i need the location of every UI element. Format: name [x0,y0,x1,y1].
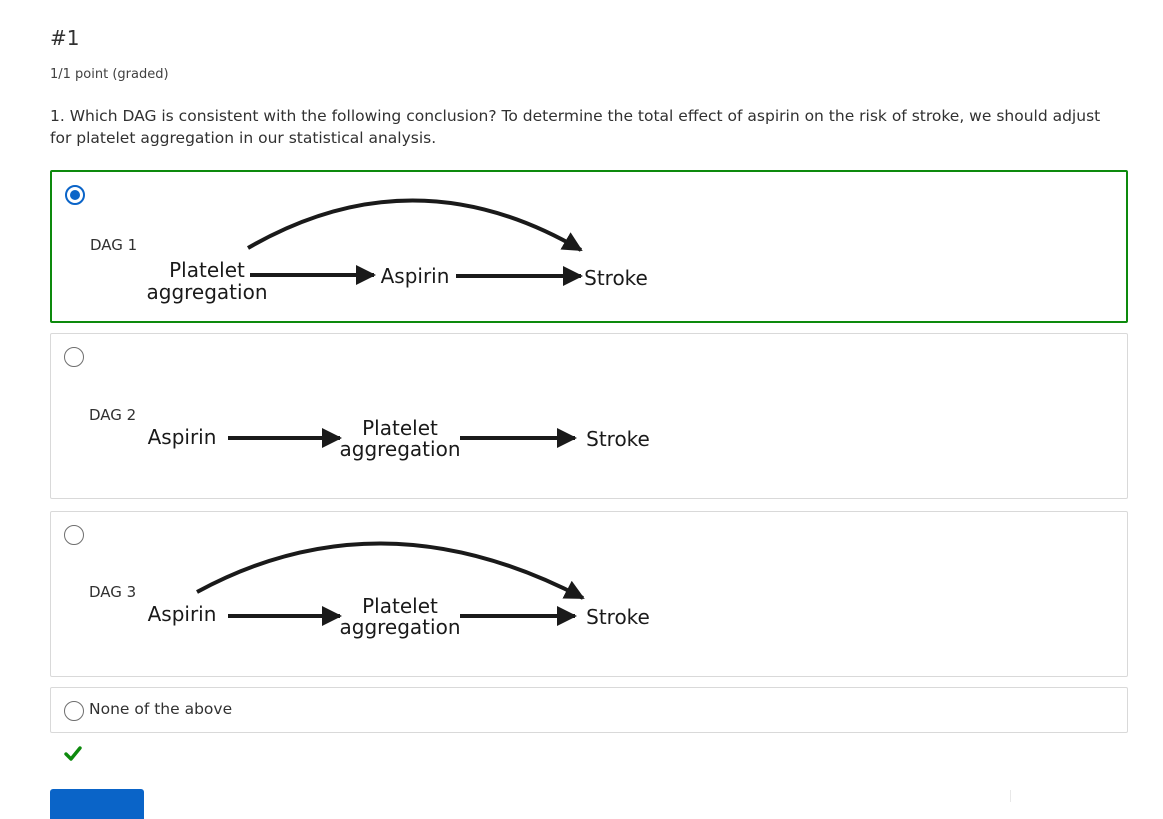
radio-dag-1[interactable] [65,185,85,205]
divider [1010,790,1011,802]
choice-dag-3[interactable]: DAG 3 Aspirin Platelet aggregation Strok… [50,511,1128,677]
radio-dag-2[interactable] [64,347,84,367]
choice-label-dag-1: DAG 1 [90,236,138,254]
dag-1-diagram: Platelet aggregation Aspirin Stroke [147,198,648,304]
choice-dag-2[interactable]: DAG 2 Aspirin Platelet aggregation Strok… [50,333,1128,499]
dag-2-node-platelet-line2: aggregation [340,437,461,461]
choice-label-dag-3: DAG 3 [89,583,137,601]
dag-3-node-aspirin: Aspirin [148,602,217,626]
choice-none-of-the-above[interactable]: None of the above [50,687,1128,733]
dag-3-edge-aspirin-stroke [196,541,585,600]
dag-3-node-stroke: Stroke [586,605,650,629]
dag-1-node-stroke: Stroke [584,266,648,290]
dag-1-node-aspirin: Aspirin [381,264,450,288]
dag-3-node-platelet-line2: aggregation [340,615,461,639]
problem-title: #1 [50,26,80,50]
checkmark-icon [64,746,82,761]
dag-1-node-platelet-line1: Platelet [169,258,245,282]
radio-dag-3[interactable] [64,525,84,545]
choice-dag-1[interactable]: DAG 1 Platelet aggregation Aspirin Strok… [50,170,1128,323]
dag-2-node-platelet-line1: Platelet [362,416,438,440]
dag-2-diagram: Aspirin Platelet aggregation Stroke [148,416,650,461]
radio-none-of-the-above[interactable] [64,701,84,721]
dag-2-node-stroke: Stroke [586,427,650,451]
dag-2-node-aspirin: Aspirin [148,425,217,449]
dag-3-diagram: Aspirin Platelet aggregation Stroke [148,541,650,639]
points-label: 1/1 point (graded) [50,67,169,82]
dag-3-node-platelet-line1: Platelet [362,594,438,618]
choice-label-dag-2: DAG 2 [89,406,137,424]
submit-button[interactable] [50,789,144,819]
question-text: 1. Which DAG is consistent with the foll… [50,107,1101,147]
choice-label-none-of-the-above: None of the above [89,700,233,718]
dag-1-node-platelet-line2: aggregation [147,280,268,304]
dag-1-edge-platelet-stroke [246,198,583,252]
